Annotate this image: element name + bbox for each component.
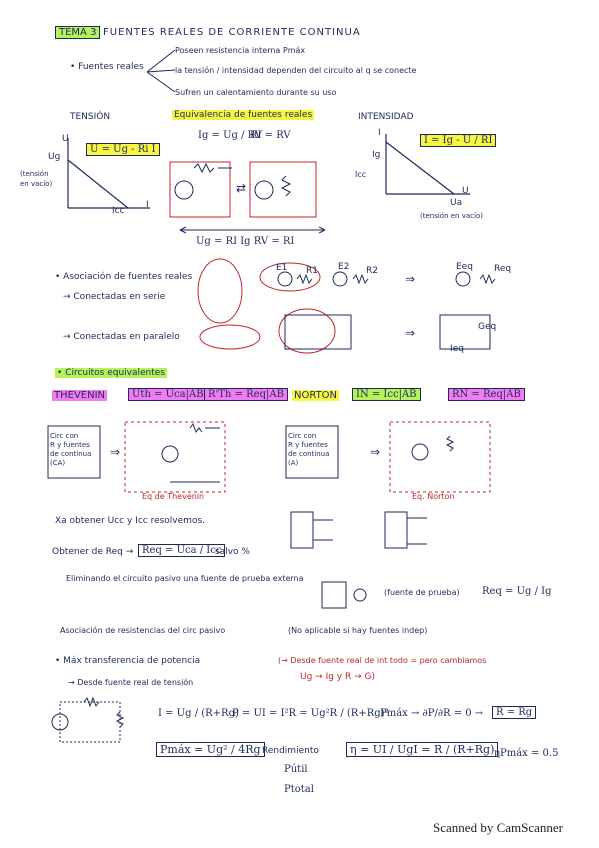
thevenin-f1: Uth = Uca|AB <box>128 388 208 401</box>
thevenin-title: THEVENIN <box>52 390 108 401</box>
assoc-label-ieq: Ieq <box>450 344 464 354</box>
maxpower-label: • Máx transferencia de potencia <box>55 656 201 666</box>
obtain-test-source: (fuente de prueba) <box>384 588 460 597</box>
svg-text:⇄: ⇄ <box>236 181 246 195</box>
maxpower-pmax-eq: Pmáx = Ug² / 4Rg <box>156 742 265 757</box>
equivalence-circuits: ⇄ <box>169 161 326 234</box>
intensidad-axis-u: U <box>462 186 469 196</box>
tema-label: TEMA 3 <box>55 26 101 39</box>
intensidad-formula: I = Ig - U / RI <box>420 134 497 147</box>
tension-ug-note-1: (tensión <box>20 170 49 178</box>
norton-title: NORTON <box>292 390 340 401</box>
equiv-label: • Circuitos equivalentes <box>55 368 167 378</box>
intro-line-2: la tensión / intensidad dependen del cir… <box>175 66 417 75</box>
tension-graph <box>67 138 150 209</box>
intensidad-ua-note: (tensión en vacío) <box>420 212 483 220</box>
thevenin-box-text: Circ con R y fuentes de continua (CA) <box>50 432 92 467</box>
norton-box-text: Circ con R y fuentes de continua (A) <box>288 432 330 467</box>
svg-text:⇒: ⇒ <box>405 272 415 286</box>
equiv-circuits: ⇒ ⇒ <box>47 421 491 493</box>
maxpower-eta-eq: η = UI / UgI = R / (R+Rg) <box>346 742 499 757</box>
svg-text:⇒: ⇒ <box>110 445 120 459</box>
page-title: FUENTES REALES DE CORRIENTE CONTINUA <box>103 27 361 38</box>
assoc-label: • Asociación de fuentes reales <box>55 272 193 282</box>
assoc-label-geq: Geq <box>478 322 497 332</box>
maxpower-r-cond: R = Rg <box>492 706 537 719</box>
svg-text:⇒: ⇒ <box>405 326 415 340</box>
maxpower-pmax-cond: Pmáx → ∂P/∂R = 0 → <box>380 708 484 719</box>
tension-icc: Icc <box>112 206 125 216</box>
norton-f1: IN = Icc|AB <box>352 388 421 401</box>
maxpower-eta-max: ηPmáx = 0.5 <box>494 748 559 759</box>
intensidad-title: INTENSIDAD <box>358 112 414 122</box>
maxpower-rendimiento: Rendimiento <box>262 746 319 756</box>
equivalence-eq-1: Ig = Ug / RV <box>198 130 263 141</box>
intensidad-graph <box>385 134 470 195</box>
test-source-circuit <box>321 581 367 609</box>
equivalence-bottom: Ug = RI Ig RV = RI <box>196 236 295 247</box>
assoc-label-eeq: Eeq <box>456 262 473 272</box>
equivalence-eq-2: RI = RV <box>250 130 291 141</box>
maxpower-p-eq: P = UI = I²R = Ug²R / (R+Rg)² <box>232 708 389 719</box>
maxpower-i-eq: I = Ug / (R+Rg) <box>158 708 239 719</box>
tension-formula: U = Ug - Ri I <box>86 143 160 156</box>
equivalence-title: Equivalencia de fuentes reales <box>172 110 315 120</box>
tension-axis-u: U <box>62 134 69 144</box>
norton-caption: Eq. Norton <box>412 492 455 501</box>
intensidad-ig: Ig <box>372 150 381 160</box>
tension-axis-i: I <box>146 200 149 210</box>
intensidad-icc: Icc <box>355 170 367 179</box>
obtain-req-label: Obtener de Req → <box>52 547 134 557</box>
maxpower-swap: Ug → Ig y R → G) <box>300 672 375 682</box>
tension-ug-note-2: en vacío) <box>20 180 53 188</box>
maxpower-from-current: (→ Desde fuente real de int todo = pero … <box>278 656 487 665</box>
obtain-circuits <box>290 511 427 549</box>
assoc-label-e1: E1 <box>276 263 288 273</box>
obtain-eliminate: Eliminando el circuito pasivo una fuente… <box>66 574 304 583</box>
tension-title: TENSIÓN <box>70 112 111 122</box>
thevenin-caption: Eq de Thevenin <box>142 492 205 501</box>
intro-line-1: Poseen resistencia interna Pmáx <box>175 46 306 55</box>
assoc-series: → Conectadas en serie <box>63 292 166 302</box>
obtain-req-formula: Req = Uca / Icc <box>138 544 226 557</box>
assoc-parallel: → Conectadas en paralelo <box>63 332 180 342</box>
assoc-circuits: ⇒ ⇒ <box>197 258 496 354</box>
thevenin-f2: R'Th = Req|AB <box>204 388 288 401</box>
obtain-not-applicable: (No aplicable si hay fuentes indep) <box>288 626 428 635</box>
assoc-label-req: Req <box>494 264 512 274</box>
assoc-label-e2: E2 <box>338 262 350 272</box>
obtain-line-1: Xa obtener Ucc y Icc resolvemos. <box>55 516 205 526</box>
tension-ug: Ug <box>48 152 61 162</box>
norton-f2: RN = Req|AB <box>448 388 525 401</box>
intensidad-axis-i: I <box>378 128 381 138</box>
obtain-req-test: Req = Ug / Ig <box>482 586 552 597</box>
maxpower-from-voltage: → Desde fuente real de tensión <box>68 678 194 687</box>
intensidad-ua: Ua <box>450 198 463 208</box>
maxpower-ptotal: Ptotal <box>284 784 314 795</box>
obtain-req-suffix: salvo % <box>215 547 250 557</box>
assoc-label-r1: R1 <box>306 266 318 276</box>
maxpower-putil: Pútil <box>284 764 308 775</box>
maxpower-circuit <box>51 696 125 743</box>
intro-brace <box>146 49 176 93</box>
svg-text:⇒: ⇒ <box>370 445 380 459</box>
assoc-label-r2: R2 <box>366 266 378 276</box>
obtain-assoc: Asociación de resistencias del circ pasi… <box>60 626 226 635</box>
intro-label: • Fuentes reales <box>70 62 144 72</box>
scanner-watermark: Scanned by CamScanner <box>433 820 563 835</box>
intro-line-3: Sufren un calentamiento durante su uso <box>175 88 337 97</box>
